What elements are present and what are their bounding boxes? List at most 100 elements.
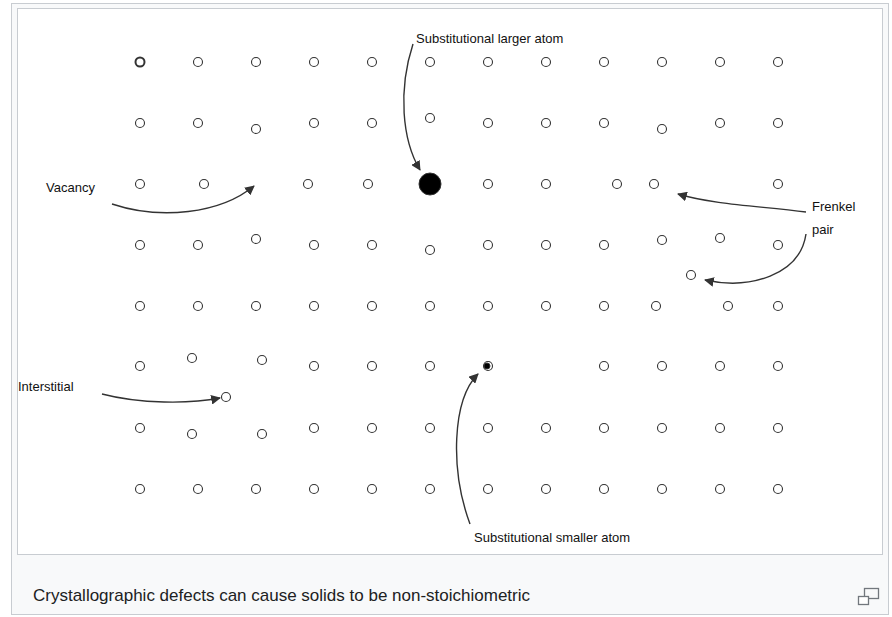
atom [774, 362, 783, 371]
atom [658, 362, 667, 371]
atom [687, 271, 696, 280]
atom [716, 485, 725, 494]
figure-frame [12, 4, 889, 615]
atom [658, 485, 667, 494]
atom-lattice [136, 58, 783, 494]
atom [542, 241, 551, 250]
atom [600, 424, 609, 433]
atom [484, 485, 493, 494]
atom [774, 241, 783, 250]
leader-line [404, 44, 420, 170]
atom [368, 58, 377, 67]
atom [310, 119, 319, 128]
atom [774, 424, 783, 433]
atom [258, 430, 267, 439]
atom [716, 362, 725, 371]
atom [194, 119, 203, 128]
leader-line [705, 234, 806, 283]
leader-line [678, 194, 806, 212]
atom [650, 180, 659, 189]
atom [658, 125, 667, 134]
atom [310, 485, 319, 494]
atom [136, 424, 145, 433]
callout-label: Vacancy [46, 176, 95, 199]
atom [364, 180, 373, 189]
atom [774, 180, 783, 189]
atom [774, 58, 783, 67]
atom [258, 356, 267, 365]
callout-label: Substitutional smaller atom [474, 526, 630, 549]
atom [136, 362, 145, 371]
atom [188, 430, 197, 439]
atom [368, 362, 377, 371]
atom [774, 302, 783, 311]
atom [613, 180, 622, 189]
atom [716, 424, 725, 433]
atom [252, 58, 261, 67]
atom [194, 241, 203, 250]
atom [200, 180, 209, 189]
atom [419, 173, 441, 195]
atom [368, 424, 377, 433]
atom [542, 302, 551, 311]
atom [136, 302, 145, 311]
atom [136, 119, 145, 128]
callout-label: Interstitial [18, 375, 74, 398]
atom [426, 58, 435, 67]
atom [188, 354, 197, 363]
atom [484, 241, 493, 250]
atom [484, 362, 493, 371]
atom [426, 246, 435, 255]
atom [194, 302, 203, 311]
leader-line [457, 374, 478, 524]
atom [484, 119, 493, 128]
atom [136, 485, 145, 494]
atom [310, 241, 319, 250]
atom [600, 362, 609, 371]
atom [310, 58, 319, 67]
atom [426, 424, 435, 433]
atom [542, 180, 551, 189]
atom [304, 180, 313, 189]
atom [310, 302, 319, 311]
leader-line [102, 394, 220, 402]
figure-caption: Crystallographic defects can cause solid… [33, 586, 530, 606]
atom [310, 424, 319, 433]
image-frame [18, 9, 883, 555]
atom [600, 58, 609, 67]
atom [484, 302, 493, 311]
atom [716, 119, 725, 128]
atom [310, 362, 319, 371]
atom [542, 424, 551, 433]
atom [368, 119, 377, 128]
atom [368, 302, 377, 311]
atom [774, 485, 783, 494]
atom [600, 119, 609, 128]
atom [368, 241, 377, 250]
atom [542, 58, 551, 67]
atom [252, 235, 261, 244]
atom [426, 302, 435, 311]
atom [484, 363, 490, 369]
atom [774, 119, 783, 128]
atom [658, 236, 667, 245]
atom [542, 485, 551, 494]
atom [194, 485, 203, 494]
atom [194, 58, 203, 67]
atom [716, 58, 725, 67]
atom [658, 58, 667, 67]
leader-line [112, 186, 254, 213]
atom [136, 180, 145, 189]
atom [658, 424, 667, 433]
atom [252, 485, 261, 494]
atom [368, 485, 377, 494]
atom [426, 114, 435, 123]
callout-label: Frenkel pair [812, 195, 862, 241]
atom [426, 485, 435, 494]
atom [252, 125, 261, 134]
atom [600, 485, 609, 494]
callout-label: Substitutional larger atom [416, 27, 563, 50]
atom [724, 302, 733, 311]
atom [426, 362, 435, 371]
